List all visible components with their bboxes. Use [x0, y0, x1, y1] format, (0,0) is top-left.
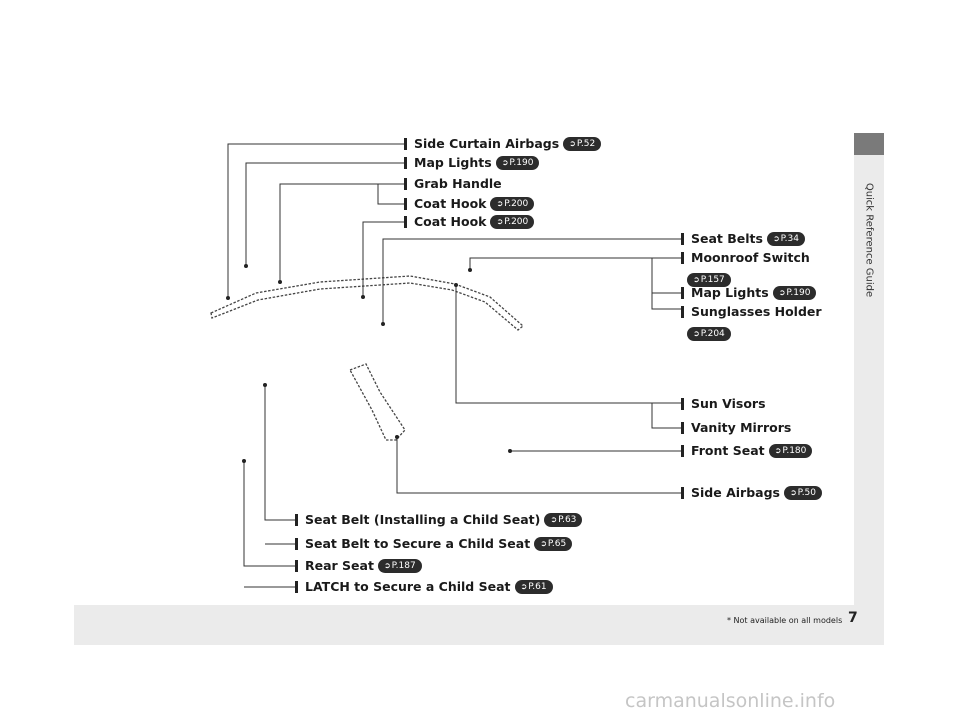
label-sunglasses-holder: Sunglasses Holder [681, 304, 822, 320]
page-reference-badge[interactable]: ➲P.63 [544, 513, 583, 527]
page-reference-badge[interactable]: ➲P.180 [768, 444, 813, 458]
label-side-airbags: Side Airbags ➲P.50 [681, 485, 823, 501]
label-marker [681, 398, 684, 410]
page-reference-badge[interactable]: ➲P.50 [783, 486, 823, 500]
label-marker [295, 514, 298, 526]
footer-band [74, 605, 884, 645]
label-map-lights-2: Map Lights ➲P.190 [681, 285, 817, 301]
page-reference-badge[interactable]: ➲P.157 [687, 273, 731, 287]
roof-outline [210, 275, 525, 331]
page-number: 7 [848, 610, 858, 626]
label-marker [404, 198, 407, 210]
label-marker [295, 581, 298, 593]
sunglasses-holder-ref: ➲P.204 [687, 321, 731, 341]
label-seat-belts: Seat Belts ➲P.34 [681, 231, 805, 247]
label-marker [681, 445, 684, 457]
label-map-lights: Map Lights ➲P.190 [404, 155, 540, 171]
label-sun-visors: Sun Visors [681, 396, 766, 412]
label-grab-handle: Grab Handle [404, 176, 502, 192]
label-latch-secure-child-seat: LATCH to Secure a Child Seat ➲P.61 [295, 579, 553, 595]
label-moonroof-switch: Moonroof Switch [681, 250, 810, 266]
section-tab [854, 133, 884, 155]
page-reference-badge[interactable]: ➲P.190 [495, 156, 540, 170]
label-rear-seat: Rear Seat ➲P.187 [295, 558, 422, 574]
label-marker [404, 157, 407, 169]
label-marker [681, 487, 684, 499]
seat-outline [349, 363, 406, 441]
side-band [854, 133, 884, 605]
label-seat-belt-secure-child-seat: Seat Belt to Secure a Child Seat ➲P.65 [295, 536, 573, 552]
label-marker [295, 560, 298, 572]
label-marker [404, 216, 407, 228]
page-reference-badge[interactable]: ➲P.61 [514, 580, 553, 594]
label-marker [681, 252, 684, 264]
moonroof-switch-ref: ➲P.157 [687, 267, 731, 287]
watermark: carmanualsonline.info [625, 690, 836, 712]
page-reference-badge[interactable]: ➲P.190 [772, 286, 817, 300]
label-front-seat: Front Seat ➲P.180 [681, 443, 813, 459]
label-vanity-mirrors: Vanity Mirrors [681, 420, 791, 436]
label-marker [681, 287, 684, 299]
page-reference-badge[interactable]: ➲P.65 [534, 537, 573, 551]
label-marker [681, 233, 684, 245]
page-reference-badge[interactable]: ➲P.200 [490, 197, 535, 211]
label-marker [404, 178, 407, 190]
label-marker [404, 138, 407, 150]
label-coat-hook-2: Coat Hook ➲P.200 [404, 214, 535, 230]
page-reference-badge[interactable]: ➲P.204 [687, 327, 731, 341]
label-marker [681, 306, 684, 318]
label-marker [681, 422, 684, 434]
leader-lines [227, 143, 684, 588]
footnote: * Not available on all models [727, 616, 843, 625]
page-reference-badge[interactable]: ➲P.52 [563, 137, 602, 151]
label-seat-belt-installing-child-seat: Seat Belt (Installing a Child Seat) ➲P.6… [295, 512, 583, 528]
page-reference-badge[interactable]: ➲P.34 [766, 232, 805, 246]
page-reference-badge[interactable]: ➲P.187 [377, 559, 422, 573]
label-coat-hook: Coat Hook ➲P.200 [404, 196, 535, 212]
leader-dots [226, 264, 512, 463]
page-reference-badge[interactable]: ➲P.200 [490, 215, 535, 229]
label-side-curtain-airbags: Side Curtain Airbags ➲P.52 [404, 136, 602, 152]
label-marker [295, 538, 298, 550]
